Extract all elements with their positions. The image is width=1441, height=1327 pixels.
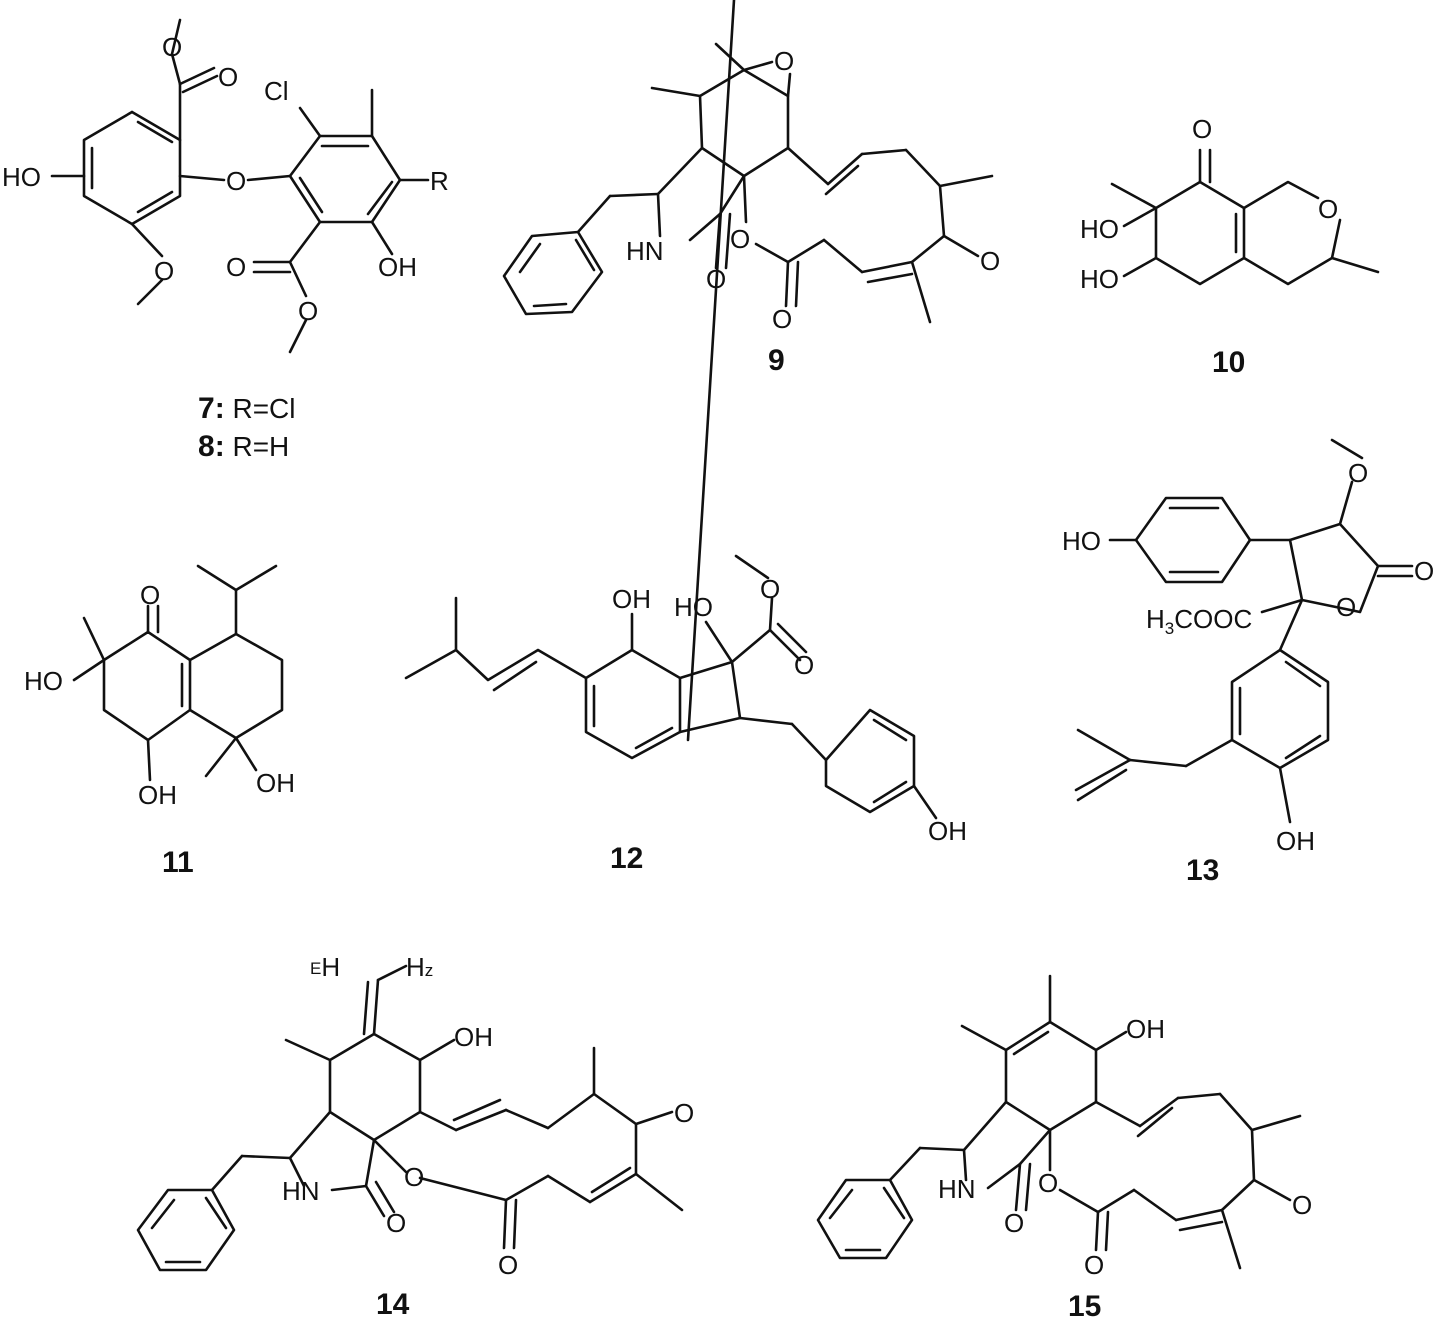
atom-o: O: [226, 252, 246, 282]
atom-o: O: [1084, 1250, 1104, 1280]
caption-r-definition: R=Cl: [225, 393, 296, 424]
compound-11-structure: O HO OH OH 11: [24, 564, 295, 879]
atom-cl: Cl: [264, 76, 289, 106]
compound-label-14: 14: [376, 1288, 410, 1321]
atom-o: O: [1004, 1208, 1024, 1238]
atom-o: O: [1414, 556, 1434, 586]
substituent-h3cooc: H3COOC: [1146, 604, 1252, 638]
compound-label-13: 13: [1186, 854, 1219, 887]
compound-9-structure: O HN O O O O 9: [502, 42, 1000, 377]
atom-oh: OH: [378, 252, 417, 282]
atom-o: O: [674, 1098, 694, 1128]
atom-oh: OH: [256, 768, 295, 798]
atom-h-z: Hz: [406, 952, 433, 982]
atom-o: O: [154, 256, 174, 286]
atom-ho: HO: [2, 162, 41, 192]
atom-o: O: [404, 1162, 424, 1192]
atom-o: O: [298, 296, 318, 326]
compound-10-structure: O HO HO O 10: [1080, 114, 1380, 379]
atom-ho: HO: [24, 666, 63, 696]
atom-oh: OH: [612, 584, 651, 614]
atom-oh: OH: [454, 1022, 493, 1052]
atom-r: R: [430, 166, 449, 196]
compound-label-8: 8: [198, 430, 215, 463]
atom-o: O: [1348, 458, 1368, 488]
atom-ho: HO: [1062, 526, 1101, 556]
compound-12-structure: OH HO O O OH 12: [404, 0, 967, 875]
atom-ho: HO: [1080, 214, 1119, 244]
atom-o: O: [226, 166, 246, 196]
atom-oh: OH: [1126, 1014, 1165, 1044]
atom-hn: HN: [626, 236, 664, 266]
compound-label-7: 7: [198, 392, 215, 425]
atom-o: O: [794, 650, 814, 680]
atom-o: O: [730, 224, 750, 254]
caption-7: 7: R=Cl: [198, 392, 295, 425]
compound-label-11: 11: [162, 846, 194, 879]
compound-15-structure: OH HN O O O O 15: [816, 974, 1312, 1323]
atom-o: O: [1292, 1190, 1312, 1220]
atom-hn: HN: [282, 1176, 320, 1206]
caption-r-definition: R=H: [225, 431, 290, 462]
compound-13-structure: HO O O O H3COOC OH 13: [1062, 438, 1434, 887]
atom-o: O: [1318, 194, 1338, 224]
atom-o: O: [1192, 114, 1212, 144]
caption-separator: :: [215, 430, 225, 463]
atom-o: O: [774, 46, 794, 76]
caption-separator: :: [215, 392, 225, 425]
compound-7-8-structure: O O HO O O Cl R OH O O 7: R=Cl 8: R=H: [2, 18, 449, 463]
atom-h-e: EH: [310, 952, 340, 982]
atom-o: O: [386, 1208, 406, 1238]
atom-oh: OH: [138, 780, 177, 810]
atom-oh: OH: [1276, 826, 1315, 856]
compound-label-9: 9: [768, 344, 785, 377]
atom-o: O: [1336, 592, 1356, 622]
atom-hn: HN: [938, 1174, 976, 1204]
atom-o: O: [772, 304, 792, 334]
compound-label-10: 10: [1212, 346, 1245, 379]
atom-o: O: [980, 246, 1000, 276]
compound-14-structure: EH Hz OH HN O O O O 14: [136, 952, 694, 1321]
compound-label-12: 12: [610, 842, 643, 875]
atom-o: O: [218, 62, 238, 92]
atom-oh: OH: [928, 816, 967, 846]
atom-ho: HO: [1080, 264, 1119, 294]
caption-8: 8: R=H: [198, 430, 289, 463]
compound-label-15: 15: [1068, 1290, 1101, 1322]
atom-ho: HO: [674, 592, 713, 622]
atom-o: O: [140, 580, 160, 610]
atom-o: O: [760, 574, 780, 604]
atom-o: O: [162, 32, 182, 62]
atom-o: O: [498, 1250, 518, 1280]
atom-o: O: [1038, 1168, 1058, 1198]
